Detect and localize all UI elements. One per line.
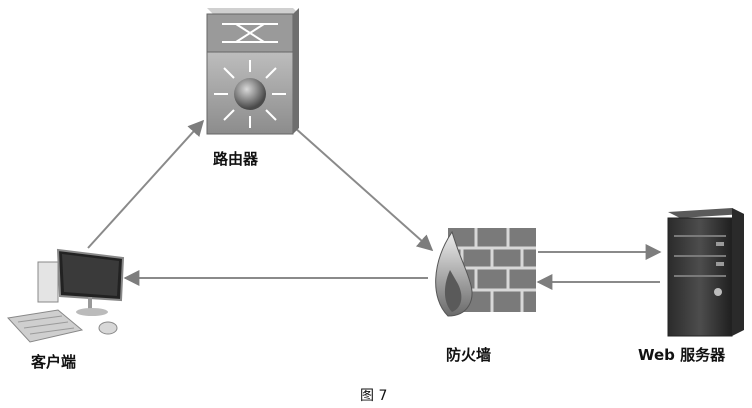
- edges: [87, 119, 662, 290]
- edge-client-to-router: [87, 119, 205, 249]
- computer-icon: [7, 248, 125, 343]
- router-label: 路由器: [213, 150, 259, 168]
- server-label: Web 服务器: [638, 346, 726, 364]
- server-icon: [667, 208, 744, 337]
- firewall-icon: [435, 228, 536, 317]
- firewall-label: 防火墙: [446, 346, 492, 364]
- figure-caption: 图 7: [360, 388, 388, 404]
- client-label: 客户端: [31, 353, 77, 371]
- edge-router-to-firewall: [293, 126, 434, 252]
- router-icon: [206, 8, 299, 135]
